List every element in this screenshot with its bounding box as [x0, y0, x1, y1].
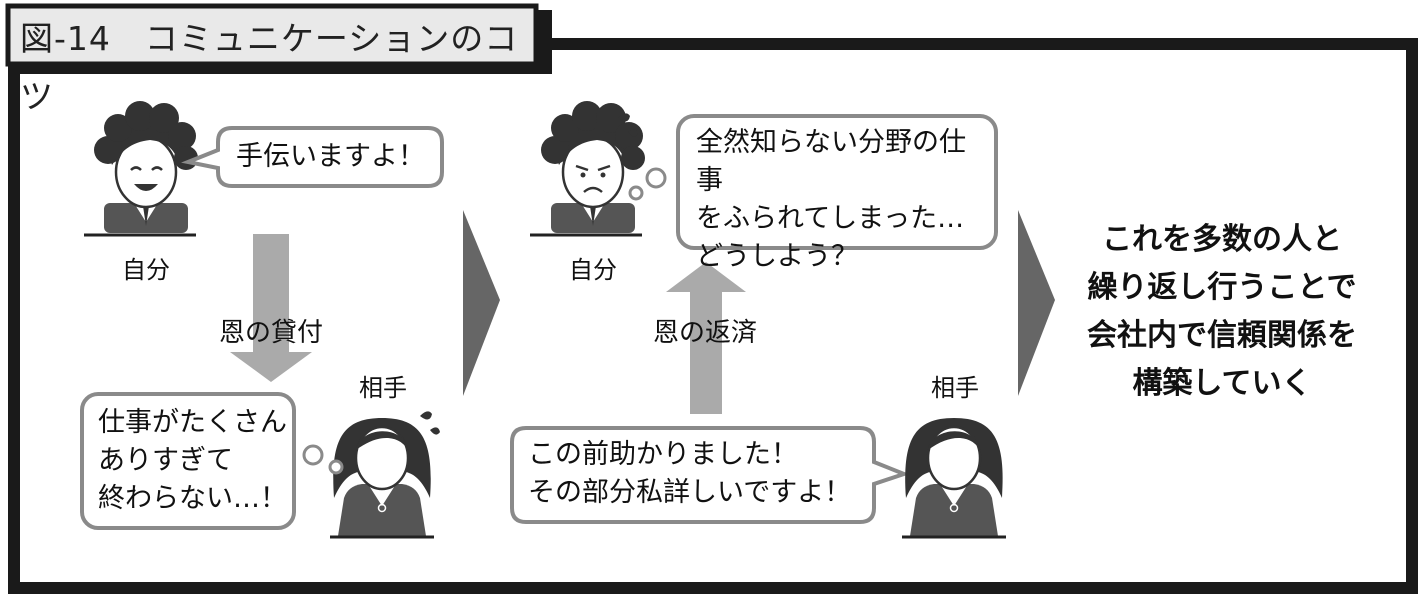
- self-avatar-worried-icon: [541, 101, 645, 233]
- partner-thought-text: 仕事がたくさん ありすぎて 終わらない…！: [98, 407, 287, 514]
- thought-dot-small-2: [628, 185, 644, 201]
- partner-label-1: 相手: [359, 374, 407, 402]
- self-speech-bubble: [181, 126, 444, 188]
- repay-arrow-label: 恩の返済: [652, 318, 757, 348]
- partner-speech-bubble: [510, 426, 910, 524]
- partner-avatar-troubled-icon: [333, 418, 431, 536]
- step-chevron-1: [463, 210, 500, 396]
- figure-title: 図-14 コミュニケーションのコツ: [20, 19, 519, 116]
- partner-thought-bubble: [80, 392, 296, 530]
- self-speech-text: 手伝いますよ！: [236, 141, 425, 172]
- self-label-2: 自分: [569, 256, 617, 284]
- title-tab: [5, 3, 539, 67]
- thought-dot-small: [328, 459, 344, 475]
- conclusion-text: これを多数の人と 繰り返し行うことで 会社内で信頼関係を 構築していく: [1087, 222, 1357, 401]
- partner-avatar-neutral-icon: [905, 418, 1003, 536]
- step-chevron-2: [1018, 210, 1055, 396]
- self-thought-bubble: [676, 114, 998, 250]
- partner-speech-text: この前助かりました！ その部分私詳しいですよ！: [528, 439, 852, 508]
- self-thought-text: 全然知らない分野の仕事 をふられてしまった… どうしよう？: [696, 127, 966, 272]
- self-label-1: 自分: [122, 256, 170, 284]
- thought-dot-large: [302, 444, 324, 466]
- self-sweat-icon: [618, 113, 638, 137]
- thought-dot-large-2: [645, 167, 667, 189]
- repay-up-arrow: [666, 262, 746, 414]
- lend-arrow-label: 恩の貸付: [218, 318, 323, 348]
- partner-label-2: 相手: [931, 374, 979, 402]
- lend-down-arrow: [230, 234, 312, 382]
- partner-sweat-icon: [420, 411, 440, 435]
